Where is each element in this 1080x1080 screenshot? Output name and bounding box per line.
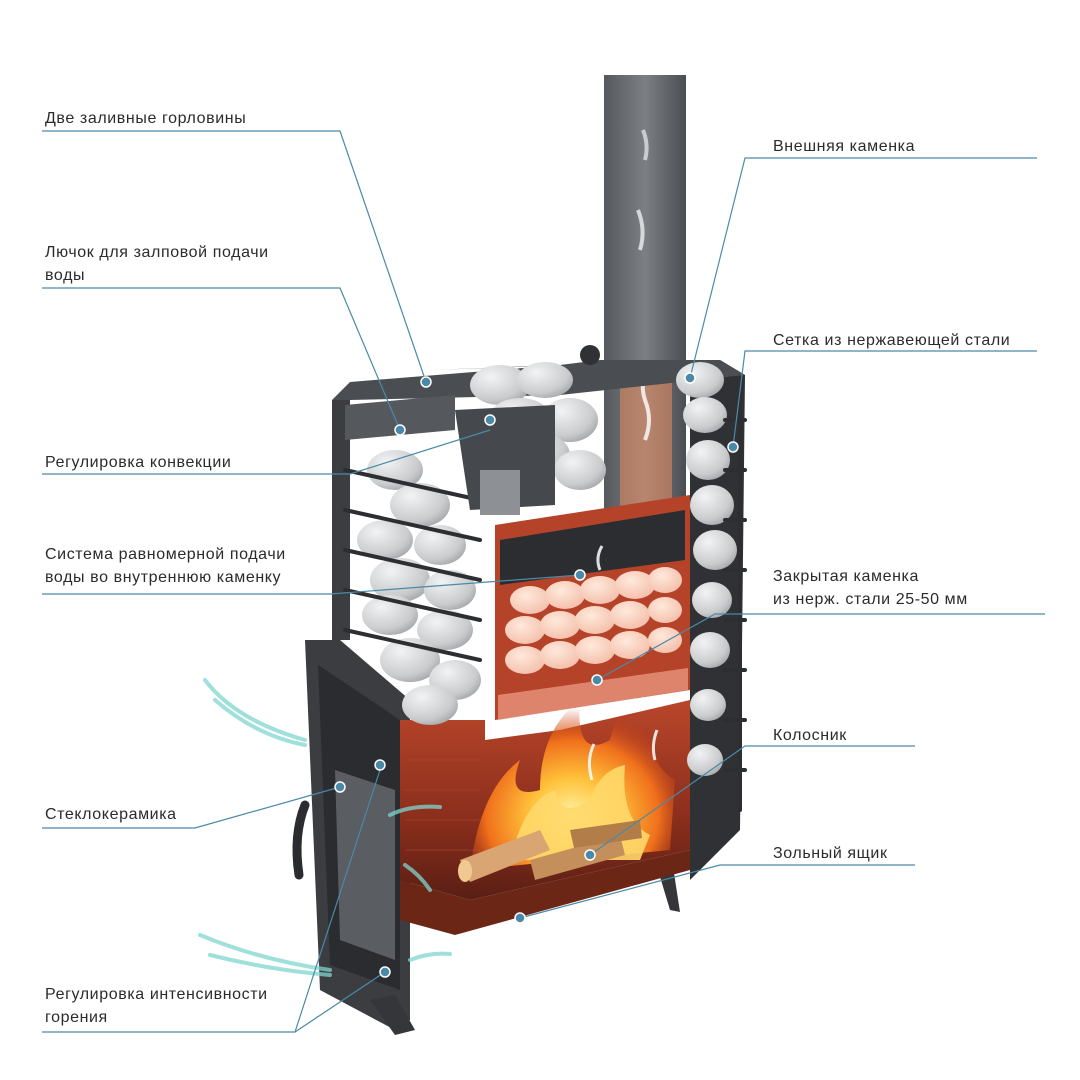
label-convection-text: Регулировка конвекции [45,454,232,471]
leader-steel-mesh [732,350,1037,448]
leader-glass-ceramic [42,786,341,829]
label-outer-heater: Внешняя каменка [773,135,915,158]
water-funnels [345,345,600,515]
label-water-hatch-line2: воды [45,267,86,284]
label-steel-mesh: Сетка из нержавеющей стали [773,329,1010,352]
closed-heater-stones [505,567,682,674]
leader-convection [42,429,491,475]
label-convection: Регулировка конвекции [45,451,231,474]
marker-combustion-2 [379,966,391,978]
marker-outer-heater [684,372,696,384]
leader-filler-necks [42,130,427,383]
leader-ash-box [519,864,915,919]
fire [458,690,675,882]
label-grate-text: Колосник [773,727,847,744]
chimney-pipe [604,75,686,525]
marker-steel-mesh [727,441,739,453]
label-filler-necks-text: Две заливные горловины [45,110,247,127]
label-outer-heater-text: Внешняя каменка [773,138,916,155]
label-closed-heater: Закрытая каменка из нерж. стали 25-50 мм [773,565,968,611]
label-water-system-line1: Система равномерной подачи [45,546,286,563]
label-ash-box-text: Зольный ящик [773,845,888,862]
closed-heater-base [498,668,688,720]
marker-combustion [374,759,386,771]
marker-water-system [574,569,586,581]
label-water-system-line2: воды во внутреннюю каменку [45,569,282,586]
leader-water-hatch [42,287,401,431]
leader-combustion-2 [294,971,386,1033]
label-closed-heater-line2: из нерж. стали 25-50 мм [773,591,968,608]
label-combustion-line2: горения [45,1009,108,1026]
marker-grate [584,849,596,861]
marker-filler-necks [420,376,432,388]
leader-outer-heater [689,157,1037,379]
label-grate: Колосник [773,724,847,747]
heat-arrows [587,545,659,781]
label-water-system: Система равномерной подачи воды во внутр… [45,543,286,589]
label-water-hatch: Лючок для залповой подачи воды [45,241,269,287]
label-ash-box: Зольный ящик [773,842,888,865]
marker-water-hatch [394,424,406,436]
label-combustion-line1: Регулировка интенсивности [45,986,268,1003]
label-closed-heater-line1: Закрытая каменка [773,568,919,585]
label-steel-mesh-text: Сетка из нержавеющей стали [773,332,1011,349]
steel-mesh-rods [343,393,747,812]
air-flow [198,678,452,977]
marker-glass-ceramic [334,781,346,793]
marker-closed-heater [591,674,603,686]
label-water-hatch-line1: Лючок для залповой подачи [45,244,269,261]
marker-convection [484,414,496,426]
marker-ash-box [514,912,526,924]
leader-closed-heater [596,613,1045,681]
marker-dots [334,372,739,978]
leader-lines [42,130,1045,1033]
label-combustion: Регулировка интенсивности горения [45,983,268,1029]
label-filler-necks: Две заливные горловины [45,107,246,130]
leader-grate [589,745,915,856]
leader-water-system [42,574,581,595]
label-glass-ceramic-text: Стеклокерамика [45,806,177,823]
label-glass-ceramic: Стеклокерамика [45,803,177,826]
